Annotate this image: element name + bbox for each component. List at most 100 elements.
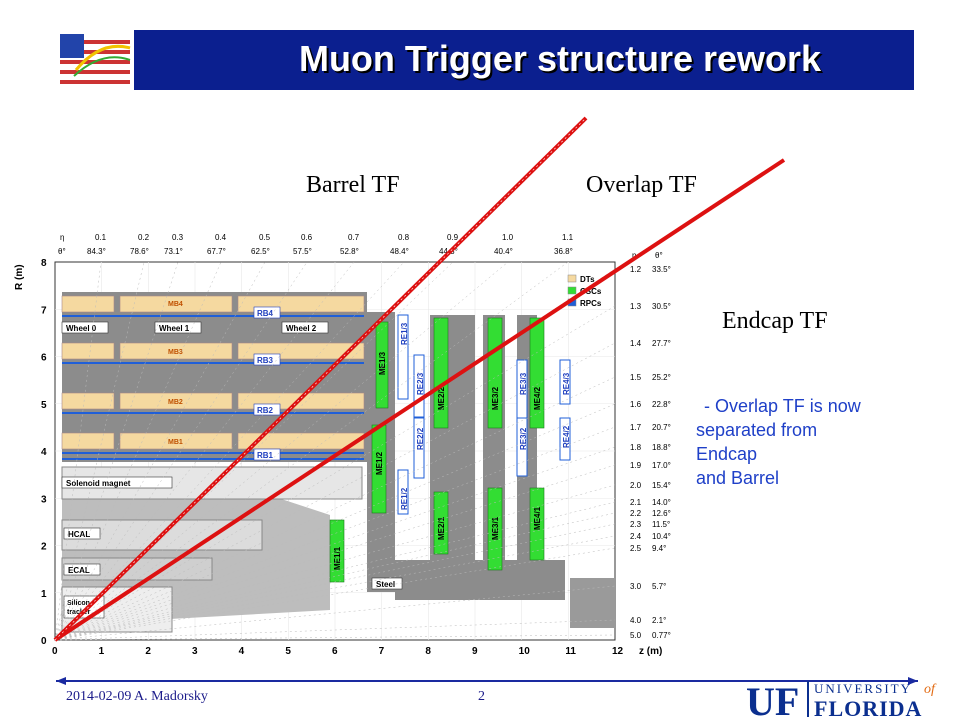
- eta-line: [54, 523, 616, 641]
- mb2-label: MB2: [168, 399, 183, 406]
- top-theta-label: 62.5°: [251, 247, 270, 256]
- re22-label: RE2/2: [416, 427, 425, 450]
- x-tick-label: 11: [565, 646, 576, 657]
- right-eta-label: 5.0: [630, 631, 642, 640]
- right-theta-label: 18.8°: [652, 443, 671, 452]
- uf-logo: UF UNIVERSITY of FLORIDA: [746, 675, 952, 724]
- right-theta-label: 5.7°: [652, 582, 666, 591]
- legend-cscs: CSCs: [580, 287, 602, 296]
- right-eta-label: 2.1: [630, 498, 642, 507]
- y-tick-label: 8: [41, 258, 47, 269]
- rb3-label: RB3: [257, 356, 274, 365]
- wheel-0-label: Wheel 0: [66, 324, 97, 333]
- eta-line: [54, 261, 222, 641]
- page-title: Muon Trigger structure rework: [298, 38, 822, 79]
- y-tick-label: 2: [41, 542, 47, 553]
- top-eta-label: 0.7: [348, 233, 360, 242]
- x-tick-label: 6: [332, 646, 338, 657]
- rb-labels: RB4 RB3 RB2 RB1: [253, 306, 281, 461]
- right-eta-label: 1.7: [630, 423, 642, 432]
- right-theta-label: 9.4°: [652, 544, 666, 553]
- uf-of-text: of: [924, 682, 937, 697]
- hcal-label: HCAL: [68, 530, 90, 539]
- right-theta-label: 12.6°: [652, 509, 671, 518]
- rb4-label: RB4: [257, 309, 274, 318]
- right-eta-label: 2.0: [630, 481, 642, 490]
- eta-line: [54, 585, 616, 641]
- mb-labels: MB4 MB3 MB2 MB1: [168, 301, 183, 446]
- x-tick-label: 8: [425, 646, 431, 657]
- me41-label: ME4/1: [533, 506, 542, 530]
- right-theta-label: 11.5°: [652, 520, 670, 529]
- eta-line: [54, 501, 616, 641]
- me13-label: ME1/3: [378, 351, 387, 375]
- y-tick-label: 1: [41, 589, 47, 600]
- steel-label: Steel: [376, 580, 395, 589]
- x-tick-label: 5: [285, 646, 291, 657]
- rb1-label: RB1: [257, 451, 274, 460]
- x-tick-label: 3: [192, 646, 198, 657]
- mb1-label: MB1: [168, 439, 183, 446]
- right-eta-label: 3.0: [630, 582, 642, 591]
- right-theta-label: 25.2°: [652, 373, 671, 382]
- overlap-tf-label: Overlap TF: [586, 172, 697, 198]
- x-tick-label: 2: [145, 646, 151, 657]
- barrel-tf-label: Barrel TF: [306, 172, 400, 198]
- right-theta-label: 22.8°: [652, 400, 671, 409]
- right-theta-label: 33.5°: [652, 265, 671, 274]
- right-eta-label: 2.3: [630, 520, 642, 529]
- eta-line: [54, 261, 266, 641]
- x-axis-label: z (m): [639, 646, 662, 657]
- eta-line: [54, 619, 616, 641]
- note-line-4: and Barrel: [696, 468, 780, 488]
- eta-line: [54, 261, 179, 641]
- eta-line: [54, 403, 616, 641]
- right-eta-label: 2.4: [630, 532, 642, 541]
- top-eta-label: 0.9: [447, 233, 459, 242]
- right-eta-label: 1.2: [630, 265, 642, 274]
- y-tick-label: 5: [41, 400, 47, 411]
- rb2-label: RB2: [257, 406, 274, 415]
- x-tick-label: 1: [99, 646, 105, 657]
- x-tick-label: 10: [519, 646, 531, 657]
- top-eta-label: 0.6: [301, 233, 313, 242]
- silicon-tracker-label: Silicon: [67, 600, 90, 607]
- right-eta-header: η: [632, 251, 636, 260]
- y-tick-label: 0: [41, 636, 47, 647]
- eta-line: [54, 342, 616, 641]
- wheel-labels: Wheel 0 Wheel 1 Wheel 2: [61, 321, 329, 334]
- top-eta-label: 0.8: [398, 233, 410, 242]
- eta-line: [54, 261, 102, 641]
- eta-line: [54, 634, 616, 641]
- overlap-endcap-boundary-line: [53, 158, 786, 642]
- re-labels: RE1/3 RE1/2 RE2/3 RE2/2 RE3/3 RE3/2 RE4/…: [400, 322, 571, 510]
- top-eta-label: 0.4: [215, 233, 227, 242]
- me31-label: ME3/1: [491, 516, 500, 540]
- page-number: 2: [478, 689, 485, 704]
- right-eta-label: 1.4: [630, 339, 642, 348]
- uf-big-text: UF: [746, 679, 799, 719]
- cms-logo-icon: [58, 32, 132, 88]
- x-tick-label: 4: [239, 646, 245, 657]
- note-text: - Overlap TF is now separated from Endca…: [696, 394, 926, 490]
- top-eta-label: 0.1: [95, 233, 107, 242]
- y-axis-label: R (m): [14, 264, 25, 290]
- top-eta-label: 1.0: [502, 233, 514, 242]
- top-theta-label: 67.7°: [207, 247, 226, 256]
- top-theta-label: 73.1°: [164, 247, 183, 256]
- eta-line: [54, 446, 616, 641]
- me12-label: ME1/2: [375, 451, 384, 475]
- cms-logo: [56, 30, 136, 90]
- note-line-1: - Overlap TF is now: [704, 396, 861, 416]
- right-theta-label: 15.4°: [652, 481, 671, 490]
- me21-label: ME2/1: [437, 516, 446, 540]
- rpc-endcap: [397, 314, 571, 515]
- me42-label: ME4/2: [533, 386, 542, 410]
- x-tick-label: 7: [379, 646, 385, 657]
- mb3-label: MB3: [168, 349, 183, 356]
- me-labels: ME1/3 ME1/2 ME1/1 ME2/2 ME2/1 ME3/2 ME3/…: [333, 351, 542, 570]
- legend-rpcs: RPCs: [580, 299, 602, 308]
- silicon-tracker-label-2: tracker: [67, 609, 91, 616]
